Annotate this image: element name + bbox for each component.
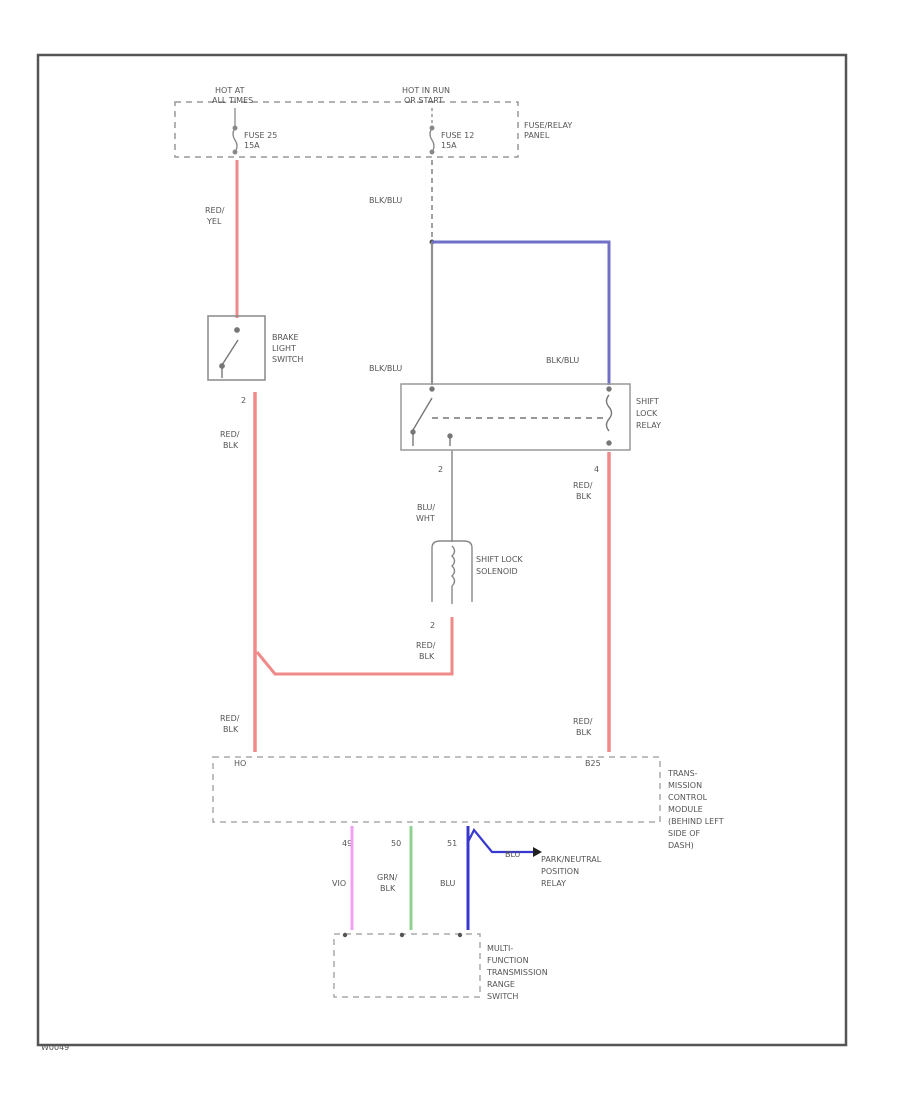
wire-label-red-blk-left: RED/BLK <box>220 430 240 450</box>
shift-lock-solenoid-symbol <box>431 540 473 604</box>
arrow-park-neutral <box>533 847 542 857</box>
tcm-pin-left: HO <box>234 759 246 768</box>
wire-label-red-yel: RED/YEL <box>205 206 225 226</box>
wire-label-blu: BLU <box>440 879 456 888</box>
wire-label-vio: VIO <box>332 879 346 888</box>
fuse-relay-panel-box <box>174 101 519 158</box>
brake-switch-pin: 2 <box>241 396 246 405</box>
wire-label-blk-blu-3: BLK/BLU <box>546 356 579 365</box>
tcm-pin-51: 51 <box>447 839 457 848</box>
wire-label-red-blk-relay: RED/BLK <box>573 481 593 501</box>
relay-pin-left: 2 <box>438 465 443 474</box>
shift-lock-relay-contacts <box>410 386 613 446</box>
fuse-25-symbol <box>232 108 238 155</box>
wire-label-grn-blk: GRN/BLK <box>377 873 398 893</box>
fuse-12-symbol <box>429 108 435 155</box>
wire-blu-output <box>467 827 533 854</box>
tcm-box <box>212 756 661 823</box>
wire-label-blk-blu-1: BLK/BLU <box>369 196 402 205</box>
tcm-pin-49: 49 <box>342 839 352 848</box>
tcm-pin-50: 50 <box>391 839 401 848</box>
range-switch-box <box>333 933 481 998</box>
brake-switch-symbol <box>219 327 240 378</box>
tcm-pin-right: B25 <box>585 759 601 768</box>
wire-label-blu-wht: BLU/WHT <box>416 503 435 523</box>
brake-light-switch-box <box>207 315 266 381</box>
solenoid-pin: 2 <box>430 621 435 630</box>
wire-label-blk-blu-2: BLK/BLU <box>369 364 402 373</box>
diagram-code: W0049 <box>41 1043 69 1052</box>
wire-label-blu-out: BLU <box>505 850 521 859</box>
wire-label-red-blk-solenoid: RED/BLK <box>416 641 436 661</box>
wire-red-blk-solenoid <box>255 617 454 676</box>
wire-label-red-blk-tcm-left: RED/BLK <box>220 714 240 734</box>
range-switch-terminals <box>342 932 463 938</box>
diagram-frame <box>36 53 848 1047</box>
relay-pin-right: 4 <box>594 465 599 474</box>
wire-blk-blu-relay-right <box>432 240 611 385</box>
wire-label-red-blk-tcm-right: RED/BLK <box>573 717 593 737</box>
shift-lock-relay-box <box>400 383 631 451</box>
